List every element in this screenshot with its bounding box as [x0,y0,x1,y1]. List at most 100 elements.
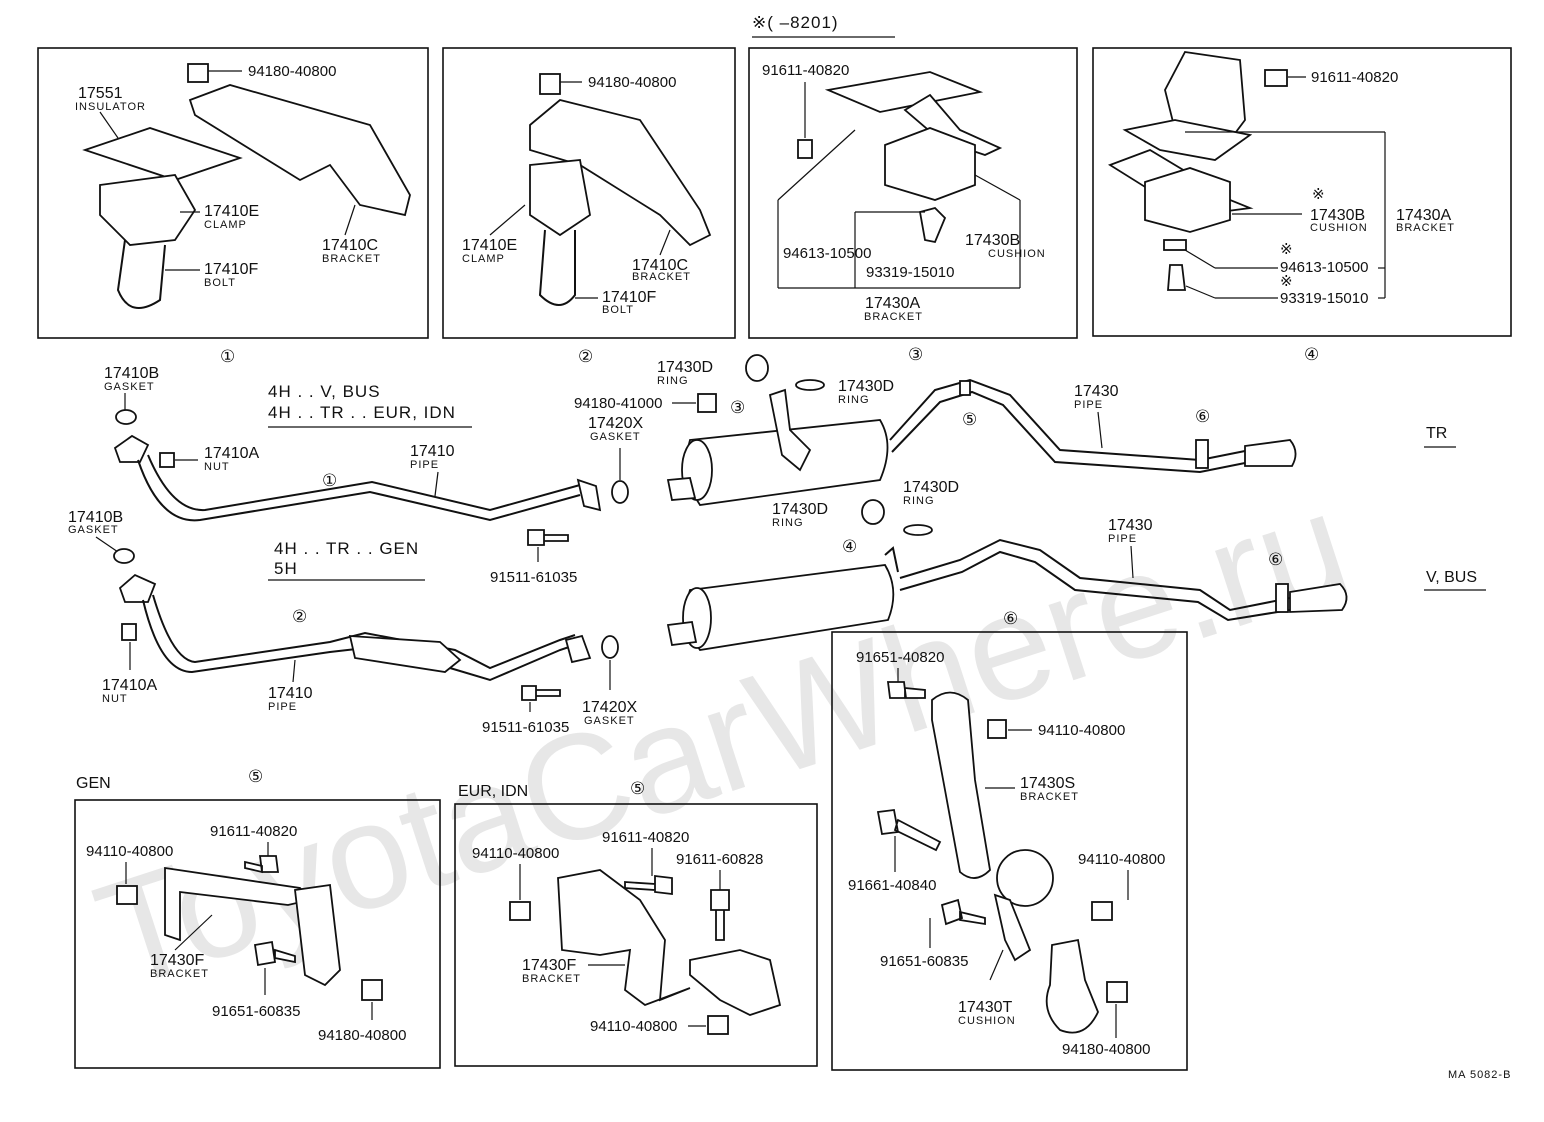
part-17410C-b: 17410C [632,257,688,274]
part-91611-40820-a: 91611-40820 [762,62,849,79]
box4-drawing [1107,51,1288,291]
part-17410A-a-desc: NUT [204,461,230,473]
bolt-91651-40820 [886,681,926,699]
flange-2-rear [564,634,592,664]
gasket-1 [115,409,137,425]
nut-94110-b [1091,901,1113,921]
box3-drawing [797,71,1003,244]
part-94613-10500-a: 94613-10500 [783,245,871,262]
part-17430-a-desc: PIPE [1074,399,1103,411]
part-91661-40840: 91661-40840 [848,877,936,894]
part-17430B-a-desc: CUSHION [988,248,1046,260]
part-94180-40800-d: 94180-40800 [318,1027,406,1044]
part-17410-a-desc: PIPE [410,459,439,471]
nut-94180-d [361,979,383,1001]
part-17410C-a: 17410C [322,237,378,254]
part-17430B-b: 17430B [1310,207,1365,224]
box1-drawing [82,63,411,309]
bolt-91651-60835-a [940,898,986,926]
part-91611-40820-d: 91611-40820 [602,829,689,846]
drawing-code: MA 5082-B [1448,1069,1511,1081]
part-17430-b-desc: PIPE [1108,533,1137,545]
part-17410B-a-desc: GASKET [104,381,155,393]
circle-3-pipe: ③ [730,398,745,417]
variant-line4: 5H [274,559,298,578]
part-91651-40820: 91651-40820 [856,649,944,666]
pipe-17410-upper [137,459,581,522]
star-1: ※ [1312,186,1325,203]
clamp-eur [689,949,782,1016]
part-17551-desc: INSULATOR [75,101,146,113]
bracket-tr [768,388,812,472]
flange-1 [113,434,150,463]
part-17410E-b: 17410E [462,237,517,254]
nut-94180-c [1106,981,1128,1003]
part-17410B-b: 17410B [68,509,123,526]
ring-17430D-2 [795,379,825,391]
part-94613-10500-b: 94613-10500 [1280,259,1368,276]
part-17430T-desc: CUSHION [958,1015,1016,1027]
ring-17430D-4 [903,524,933,536]
part-17410C-a-desc: BRACKET [322,253,381,265]
part-17430D-b: 17430D [838,378,894,395]
detail-box-3 [748,47,1078,339]
nut-17410A-a [159,452,175,468]
nut-17410A-b [121,623,137,641]
part-17430D-d-desc: RING [903,495,935,507]
part-91651-60835-b: 91651-60835 [212,1003,300,1020]
part-94180-41000: 94180-41000 [574,395,662,412]
part-91511-61035-a: 91511-61035 [490,569,577,586]
ring-17430D-1 [745,354,769,382]
part-17410F-b: 17410F [602,289,656,306]
circle-2-pipe: ② [292,607,307,626]
part-17430A-b-desc: BRACKET [1396,222,1455,234]
pre-muffler [348,635,462,673]
part-17410-a: 17410 [410,443,455,460]
part-17410-b-desc: PIPE [268,701,297,713]
tail-tip-vbus [1289,583,1348,613]
bolt-91611-d [624,874,673,896]
circle-1-label: ① [220,347,235,366]
tail-tip-tr [1244,439,1297,467]
clamp-vbus [1275,583,1289,613]
part-17430D-c-desc: RING [772,517,804,529]
part-17430F-b-desc: BRACKET [522,973,581,985]
bolt-91611-c [244,855,280,874]
flange-1-rear [576,478,602,512]
bolt-91511-a [527,529,569,546]
part-17420X-b: 17420X [582,699,637,716]
circle-5-eur: ⑤ [630,779,645,798]
part-17430D-d: 17430D [903,479,959,496]
variant-vbus: V, BUS [1426,569,1477,586]
part-17430B-a: 17430B [965,232,1020,249]
detail-box-6 [831,631,1188,1071]
part-17430-a: 17430 [1074,383,1119,400]
part-17430F-b: 17430F [522,957,576,974]
detail-box-4 [1092,47,1512,337]
part-17430F-a: 17430F [150,952,204,969]
bolt-91611-60828 [710,889,730,941]
part-94110-40800-b: 94110-40800 [1078,851,1165,868]
part-17410-b: 17410 [268,685,313,702]
variant-line3: 4H . . TR . . GEN [274,539,419,558]
part-93319-15010-b: 93319-15010 [1280,290,1368,307]
detail-box-2 [442,47,736,339]
part-17430F-a-desc: BRACKET [150,968,209,980]
bracket-17430S [931,691,991,879]
part-17551: 17551 [78,85,123,102]
part-17430D-b-desc: RING [838,394,870,406]
bolt-91661-40840 [876,809,942,852]
part-17410F-a-desc: BOLT [204,277,236,289]
part-91611-40820-c: 91611-40820 [210,823,297,840]
part-94180-40800-a: 94180-40800 [248,63,336,80]
bolt-91651-60835-b [253,940,296,967]
star-3: ※ [1280,273,1293,290]
part-17410E-a-desc: CLAMP [204,219,247,231]
clamp-tr [1195,439,1209,469]
circle-5-tr: ⑤ [962,410,977,429]
variant-tr: TR [1426,425,1447,442]
part-17430B-b-desc: CUSHION [1310,222,1368,234]
part-91611-40820-b: 91611-40820 [1311,69,1398,86]
part-17410E-a: 17410E [204,203,259,220]
